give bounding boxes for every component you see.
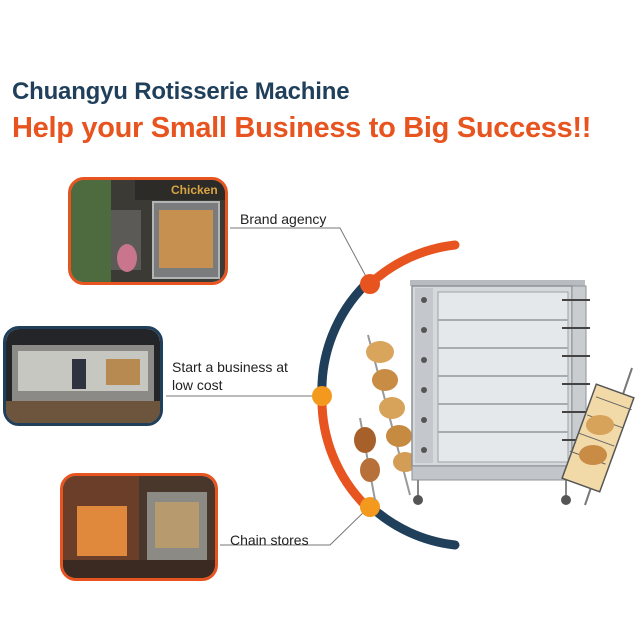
- basket-skewer: [561, 367, 635, 506]
- chain-stores-label: Chain stores: [230, 532, 309, 548]
- timeline-dot-3: [360, 497, 380, 517]
- arc-orange-top: [365, 240, 460, 289]
- rotisserie-machine: [410, 280, 590, 505]
- timeline-dot-1: [360, 274, 380, 294]
- brand-agency-label: Brand agency: [240, 211, 327, 227]
- connector-line-3: [220, 505, 371, 546]
- page-subtitle: Help your Small Business to Big Success!…: [12, 112, 592, 144]
- timeline-dot-2: [312, 386, 332, 406]
- low-cost-business-label: Start a business at low cost: [172, 359, 288, 393]
- brand-agency-photo: Chicken: [68, 177, 228, 285]
- low-cost-business-photo: [3, 326, 163, 426]
- chicken-sign-text: Chicken: [171, 183, 218, 197]
- arc-navy-bottom: [365, 501, 460, 550]
- skewer-1: [366, 334, 417, 496]
- page-title: Chuangyu Rotisserie Machine: [12, 78, 350, 105]
- chain-stores-photo: [60, 473, 218, 581]
- skewer-2: [354, 417, 380, 501]
- arc-navy-left-top: [317, 279, 371, 401]
- connector-line-1: [230, 227, 371, 285]
- arc-orange-left-bottom: [317, 391, 371, 511]
